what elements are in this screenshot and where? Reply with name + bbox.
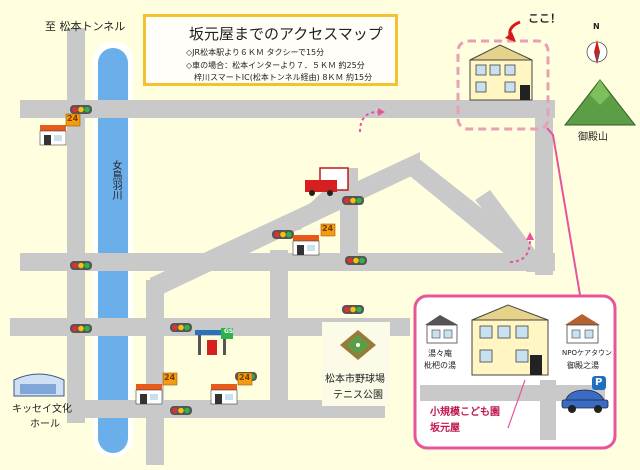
gas-station-icon <box>195 328 233 355</box>
kissei-hall-label-line1: キッセイ文化 <box>12 404 72 415</box>
traffic-light-7 <box>70 324 92 333</box>
inset-destination-house-icon <box>471 304 549 376</box>
convenience-store-icon <box>39 125 67 146</box>
inset-pointer-line <box>507 379 526 429</box>
route-smart-ic: 梓川スマートIC(松本トンネル経由) 8ＫＭ 約15分 <box>194 73 373 82</box>
road-bottom <box>85 400 385 418</box>
conv-24-sign <box>65 113 81 127</box>
traffic-light-6 <box>342 305 364 314</box>
car-icon <box>561 389 609 413</box>
traffic-light-9 <box>170 406 192 415</box>
traffic-lights <box>70 105 367 415</box>
traffic-light-8 <box>170 323 192 332</box>
stadium-label-line2: テニス公園 <box>333 390 383 401</box>
conv-24-sign <box>162 372 178 386</box>
kissei-hall-icon <box>13 373 65 397</box>
pink-route-arrow-right <box>509 232 534 263</box>
inset-neighbor-left-line1: 湯々庵 <box>428 349 452 358</box>
title-box: 坂元屋までのアクセスマップ ◇JR松本駅より６ＫＭ タクシーで15分 ◇車の場合… <box>143 14 398 86</box>
pink-connector <box>546 127 581 296</box>
conv-24-label: 24 <box>239 373 251 382</box>
road-lower-vertical-a <box>146 280 164 465</box>
river <box>98 48 128 453</box>
road-right-diagonal <box>475 190 535 270</box>
fire-station-icon <box>305 167 349 196</box>
inset-neighbor-left-line2: 枇杷の湯 <box>424 361 456 370</box>
north-arrow-icon <box>586 40 608 64</box>
north-label: N <box>593 22 600 31</box>
to-tunnel-label: 至 松本トンネル <box>45 20 126 33</box>
road-lower-horizontal <box>10 318 410 336</box>
inset-road-horizontal <box>420 385 605 401</box>
road-top <box>20 100 555 118</box>
map-title: 坂元屋までのアクセスマップ <box>189 25 383 43</box>
road-lower-vertical-b <box>270 250 288 410</box>
road-diagonal-main <box>405 158 545 272</box>
river-label: 女鳥羽川 <box>110 160 121 200</box>
conv-24-label: 24 <box>322 224 334 233</box>
convenience-store-icon <box>210 384 238 405</box>
inset-house-right-icon <box>565 314 600 344</box>
road-right-vertical <box>535 100 553 275</box>
traffic-light-5 <box>345 256 367 265</box>
destination-highlight <box>456 39 550 131</box>
route-car: ◇車の場合：松本インターより７．５ＫＭ 約25分 <box>186 61 365 70</box>
mountain-label: 御殿山 <box>578 132 608 143</box>
here-arrow-icon <box>505 20 521 42</box>
stadium-icon <box>340 330 376 360</box>
traffic-light-1 <box>70 105 92 114</box>
convenience-store-icon <box>292 235 320 256</box>
pink-route-arrow-top <box>359 108 385 133</box>
inset-neighbor-right-line2: 御殿之湯 <box>567 361 599 370</box>
inset-house-left-icon <box>425 315 458 344</box>
gas-station-label: GS <box>224 328 234 335</box>
kissei-hall-label-line2: ホール <box>30 419 60 430</box>
inset-destination-line2: 坂元屋 <box>430 423 460 434</box>
destination-house-icon <box>469 44 533 101</box>
traffic-light-3 <box>272 230 294 239</box>
route-jr: ◇JR松本駅より６ＫＭ タクシーで15分 <box>186 48 325 57</box>
parking-label: P <box>595 377 603 388</box>
inset-neighbor-right-line1: NPOケアタウン <box>562 349 612 357</box>
roads <box>10 28 555 465</box>
convenience-store-icon <box>135 384 163 405</box>
conv-24-label: 24 <box>67 114 79 123</box>
inset-road-vertical <box>540 380 556 440</box>
road-left-vertical <box>67 28 85 423</box>
mountain-icon <box>563 79 637 126</box>
traffic-light-4 <box>70 261 92 270</box>
inset-destination-line1: 小規模こども園 <box>430 407 500 418</box>
stadium-label-line1: 松本市野球場 <box>325 374 385 385</box>
conv-24-sign <box>237 372 253 386</box>
traffic-light-2 <box>342 196 364 205</box>
here-label: ここ！ <box>528 12 561 25</box>
conv-24-label: 24 <box>164 373 176 382</box>
parking-sign <box>592 376 606 390</box>
conv-24-sign <box>320 223 336 237</box>
